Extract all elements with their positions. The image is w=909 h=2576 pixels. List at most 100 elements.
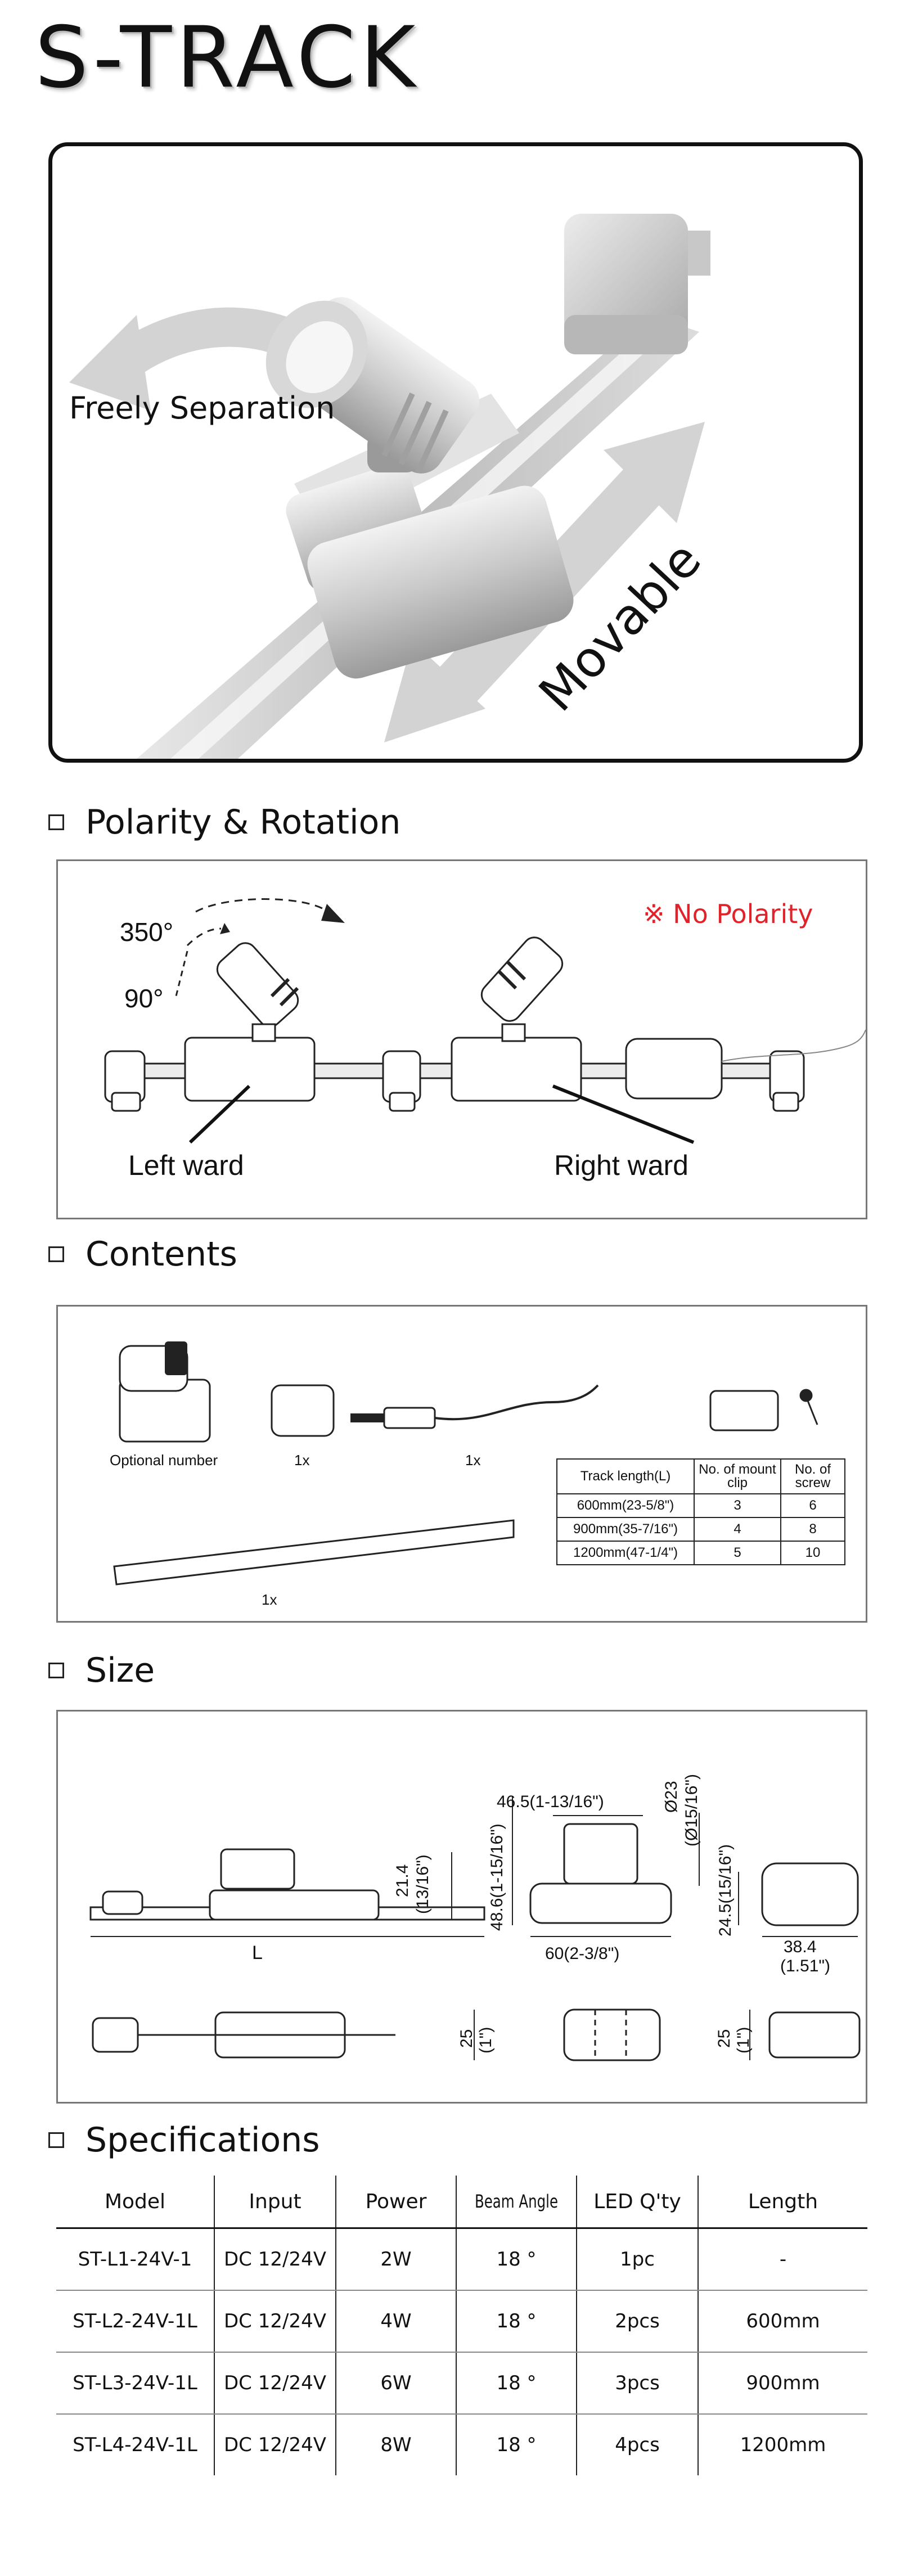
table-cell: 2pcs xyxy=(577,2290,699,2353)
spec-section-heading: Specifications xyxy=(48,2123,320,2157)
table-header-row: Model Input Power Beam Angle LED Q'ty Le… xyxy=(56,2176,867,2229)
optional-number-label: Optional number xyxy=(110,1452,218,1469)
no-polarity-note: ※ No Polarity xyxy=(643,899,813,929)
right-ward-label: Right ward xyxy=(554,1150,688,1181)
table-cell: 18 ° xyxy=(456,2228,577,2291)
cable-qty: 1x xyxy=(465,1452,480,1469)
dim-width-in-a: (1") xyxy=(476,2027,495,2053)
table-cell: 1200mm(47-1/4") xyxy=(556,1541,695,1565)
table-cell: 1pc xyxy=(577,2228,699,2291)
clip-table-header: No. of screw xyxy=(780,1458,845,1494)
table-cell: 1200mm xyxy=(740,2434,826,2456)
checkbox-icon xyxy=(48,1246,64,1262)
dim-endcap-width-mm: 38.4 xyxy=(784,1938,816,1956)
specifications-table: Model Input Power Beam Angle LED Q'ty Le… xyxy=(56,2176,867,2475)
dim-diameter-in: (Ø15/16") xyxy=(682,1774,701,1847)
freely-separation-label: Freely Separation xyxy=(69,390,335,426)
endcap-qty: 1x xyxy=(294,1452,309,1469)
column-header: Model xyxy=(56,2176,215,2229)
size-drawing: L 21.4 (13/16") 48.6(1-15/16") 46.5(1-13… xyxy=(89,1774,861,2061)
dim-length-label: L xyxy=(252,1942,263,1963)
polarity-section-heading: Polarity & Rotation xyxy=(48,805,400,839)
contents-graphic: Optional number 1x 1x 1x xyxy=(110,1341,818,1608)
dim-width-mm-b: 25 xyxy=(715,2029,734,2048)
table-cell: 4 xyxy=(694,1517,781,1542)
dim-overall-height: 48.6(1-15/16") xyxy=(488,1823,506,1931)
spec-heading: Specifications xyxy=(86,2120,320,2160)
spotlight-block xyxy=(266,297,574,679)
table-cell: 3pcs xyxy=(577,2352,699,2415)
size-section-heading: Size xyxy=(48,1654,155,1687)
table-cell: 2W xyxy=(336,2228,457,2291)
left-spot-block xyxy=(184,1037,316,1102)
table-row: 600mm(23-5/8") 3 6 xyxy=(556,1493,845,1518)
track-qty: 1x xyxy=(262,1591,277,1608)
clip-table-header: Track length(L) xyxy=(556,1458,695,1494)
dim-height-in: (13/16") xyxy=(413,1854,432,1914)
dim-endcap-width-in: (1.51") xyxy=(780,1957,830,1975)
dim-block-width: 60(2-3/8") xyxy=(545,1944,619,1963)
end-cap xyxy=(271,1384,335,1437)
cable-line xyxy=(434,1384,599,1421)
table-cell: - xyxy=(698,2228,867,2291)
column-header: Input xyxy=(214,2176,336,2229)
column-header: Length xyxy=(698,2176,867,2229)
mount-clip xyxy=(709,1390,779,1431)
table-cell: ST-L3-24V-1L xyxy=(56,2352,215,2415)
table-cell: DC 12/24V xyxy=(214,2352,336,2415)
table-cell: 5 xyxy=(694,1541,781,1565)
table-cell: 6 xyxy=(780,1493,845,1518)
table-cell: 18 ° xyxy=(456,2290,577,2353)
clip-table-header: No. of mount clip xyxy=(694,1458,781,1494)
page-title: S-TRACK xyxy=(35,9,420,107)
contents-section-heading: Contents xyxy=(48,1237,237,1271)
table-cell: 8W xyxy=(336,2414,457,2475)
table-row: ST-L4-24V-1L DC 12/24V 8W 18 ° 4pcs 1200… xyxy=(56,2414,867,2475)
table-cell: 600mm(23-5/8") xyxy=(556,1493,695,1518)
polarity-heading: Polarity & Rotation xyxy=(86,803,401,842)
table-cell: 4W xyxy=(336,2290,457,2353)
table-row: 900mm(35-7/16") 4 8 xyxy=(556,1517,845,1542)
size-heading: Size xyxy=(86,1651,155,1690)
size-panel: L 21.4 (13/16") 48.6(1-15/16") 46.5(1-13… xyxy=(56,1710,867,2104)
cable-plug xyxy=(383,1407,436,1429)
dim-endcap-height: 24.5(15/16") xyxy=(716,1844,735,1936)
table-cell: 6W xyxy=(336,2352,457,2415)
angle-350-label: 350° xyxy=(120,917,173,947)
column-header: Power xyxy=(336,2176,457,2229)
mount-clip-table: Track length(L) No. of mount clip No. of… xyxy=(556,1458,845,1565)
table-cell: 18 ° xyxy=(456,2352,577,2415)
column-header: LED Q'ty xyxy=(577,2176,699,2229)
dim-head-length: 46.5(1-13/16") xyxy=(497,1793,604,1811)
table-row: ST-L2-24V-1L DC 12/24V 4W 18 ° 2pcs 600m… xyxy=(56,2290,867,2353)
contents-heading: Contents xyxy=(86,1235,237,1274)
track-profile xyxy=(113,1519,515,1586)
table-cell: ST-L2-24V-1L xyxy=(56,2290,215,2353)
dim-width-mm-a: 25 xyxy=(457,2029,476,2048)
end-connector xyxy=(564,214,710,354)
table-cell: 600mm xyxy=(698,2290,867,2353)
dim-width-in-b: (1") xyxy=(734,2027,753,2053)
angle-90-label: 90° xyxy=(124,984,164,1013)
table-cell: 10 xyxy=(780,1541,845,1565)
table-cell: 4pcs xyxy=(577,2414,699,2475)
checkbox-icon xyxy=(48,1663,64,1678)
checkbox-icon xyxy=(48,814,64,830)
polarity-diagram: 350° 90° ※ No Polarity Left ward Right w… xyxy=(104,898,866,1181)
table-cell: ST-L1-24V-1 xyxy=(56,2228,215,2291)
column-header: Beam Angle xyxy=(465,2176,568,2229)
table-row: ST-L3-24V-1L DC 12/24V 6W 18 ° 3pcs 900m… xyxy=(56,2352,867,2415)
table-cell: 900mm(35-7/16") xyxy=(556,1517,695,1542)
table-cell: 18 ° xyxy=(456,2414,577,2475)
hero-graphic: Freely Separation Movable xyxy=(69,214,712,759)
table-cell: ST-L4-24V-1L xyxy=(56,2414,215,2475)
checkbox-icon xyxy=(48,2132,64,2148)
table-cell: DC 12/24V xyxy=(214,2414,336,2475)
table-row: 1200mm(47-1/4") 5 10 xyxy=(556,1541,845,1565)
dim-diameter-mm: Ø23 xyxy=(662,1781,681,1813)
table-cell: 8 xyxy=(780,1517,845,1542)
table-cell: 900mm xyxy=(698,2352,867,2415)
table-cell: DC 12/24V xyxy=(214,2228,336,2291)
dim-height-mm: 21.4 xyxy=(393,1865,412,1897)
polarity-panel: 350° 90° ※ No Polarity Left ward Right w… xyxy=(56,859,867,1219)
